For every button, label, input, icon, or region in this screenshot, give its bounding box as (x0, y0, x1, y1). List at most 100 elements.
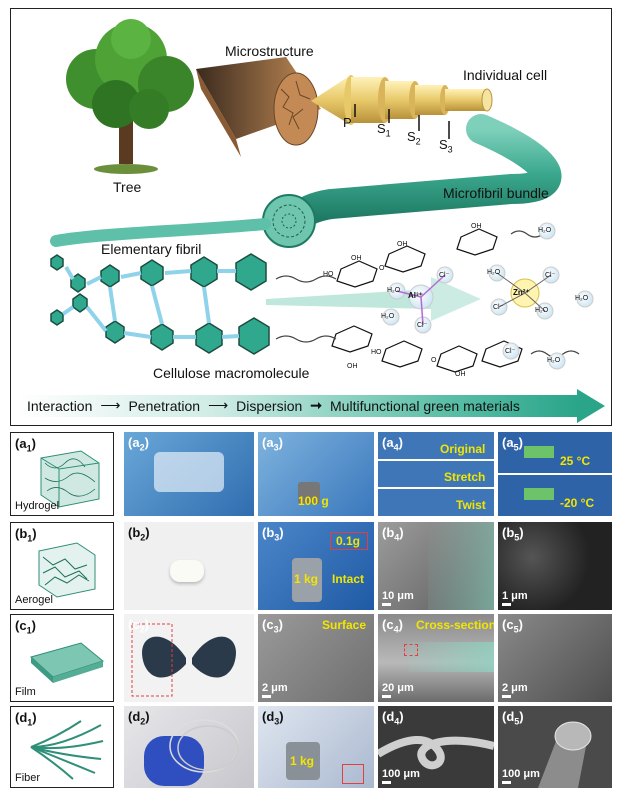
panel-c3-sem: (c3) Surface 2 μm (258, 614, 374, 702)
scale-bar-10um: 10 μm (382, 590, 414, 606)
panel-a4-photo: (a4) Original Stretch Twist (378, 432, 494, 516)
schematic-drawing (50, 19, 594, 373)
label-elementary-fibril: Elementary fibril (101, 241, 202, 257)
scale-bar-100um: 100 μm (382, 768, 420, 784)
cl-label-2: Cl⁻ (545, 272, 556, 279)
hydrogen-bonds (61, 265, 240, 339)
layer-s2: S2 (407, 129, 421, 147)
right-arrow-icon: ⟶ (208, 397, 229, 413)
panel-d1-fiber-schematic: (d1) Fiber (10, 706, 114, 788)
oh-label-4: OH (347, 363, 358, 370)
butterfly-icon (131, 623, 236, 697)
hydrogel-cube-icon (40, 450, 100, 508)
aerogel-cube-icon (38, 542, 96, 598)
panel-c4-sem: (c4) Cross-section 20 μm (378, 614, 494, 702)
oh-label-5: OH (455, 371, 466, 378)
panel-c1-film-schematic: (c1) Film (10, 614, 114, 702)
panel-d5-sem: (d5) 100 μm (498, 706, 612, 788)
fiber-cross-section-icon (538, 721, 592, 788)
panel-d3-photo: (d3) 1 kg (258, 706, 374, 788)
fiber-coil-icon (169, 719, 239, 773)
scale-bar-20um: 20 μm (382, 682, 414, 698)
panel-b2-photo: (b2) (124, 522, 254, 610)
h2o-label-2: H₂O (487, 269, 501, 276)
flow-step-penetration: Penetration (128, 397, 201, 414)
panel-a3-photo: (a3) 100 g (258, 432, 374, 516)
label-tree: Tree (113, 179, 142, 195)
panel-a2-photo: (a2) (124, 432, 254, 516)
h2o-label-1: H₂O (538, 227, 552, 234)
h2o-label-6: H₂O (575, 295, 589, 302)
panel-c5-sem: (c5) 2 μm (498, 614, 612, 702)
schematic-panel: Microstructure Individual cell Tree Micr… (10, 8, 612, 426)
flow-step-interaction: Interaction (27, 397, 93, 414)
label-microstructure: Microstructure (225, 43, 314, 59)
panel-c2-photo: (c2) (124, 614, 254, 702)
cl-label-5: Cl⁻ (505, 348, 516, 355)
o-label-1: O (379, 265, 385, 272)
panel-a5-photo: (a5) 25 °C -20 °C (498, 432, 612, 516)
layer-s1: S1 (377, 121, 391, 139)
scale-bar-1um: 1 μm (502, 590, 528, 606)
panel-a1-hydrogel-schematic: (a1) Hydrogel (10, 432, 114, 516)
panel-d4-sem: (d4) 100 μm (378, 706, 494, 788)
layer-s3: S3 (439, 137, 453, 155)
annotation-cross-section: Cross-section (416, 618, 494, 632)
process-flow-bar: Interaction ⟶ Penetration ⟶ Dispersion ➞… (17, 389, 605, 423)
h2o-label-7: H₂O (547, 357, 561, 364)
zn-ion-label: Zn²⁺ (513, 288, 530, 297)
label-individual-cell: Individual cell (463, 67, 548, 83)
cl-label-1: Cl⁻ (439, 272, 450, 279)
panel-b5-sem: (b5) 1 μm (498, 522, 612, 610)
label-microfibril-bundle: Microfibril bundle (443, 185, 549, 201)
scale-bar-2um: 2 μm (262, 682, 288, 698)
ho-label-2: HO (371, 349, 382, 356)
right-arrow-icon: ➞ (310, 397, 323, 413)
right-arrow-icon: ⟶ (100, 397, 121, 413)
oh-label-1: OH (351, 255, 362, 262)
label-fiber: Fiber (15, 772, 41, 784)
annotation-1kg-d3: 1 kg (290, 754, 315, 768)
al-ion-label: Al³⁺ (408, 291, 423, 300)
flow-step-dispersion: Dispersion (236, 397, 303, 414)
annotation-original: Original (440, 442, 486, 456)
annotation-25c: 25 °C (560, 454, 591, 468)
oh-label-2: OH (397, 241, 408, 248)
panel-d2-photo: (d2) (124, 706, 254, 788)
cl-label-4: Cl⁻ (417, 322, 428, 329)
glucose-rings (275, 228, 580, 373)
fiber-knot-icon (378, 735, 494, 770)
flow-step-green-materials: Multifunctional green materials (330, 397, 520, 414)
scale-bar-100um-d5: 100 μm (502, 768, 540, 784)
layer-p: P (343, 115, 352, 130)
film-sheet-icon (29, 642, 105, 683)
h2o-label-4: H₂O (381, 313, 395, 320)
penetration-arrow (266, 289, 431, 309)
label-film: Film (15, 686, 36, 698)
annotation-minus20c: -20 °C (560, 496, 595, 510)
annotation-100g: 100 g (298, 494, 329, 508)
hexagon-chains (50, 253, 270, 355)
panel-b3-photo: (b3) 0.1g 1 kg Intact (258, 522, 374, 610)
annotation-1kg: 1 kg (294, 572, 319, 586)
label-hydrogel: Hydrogel (15, 500, 60, 512)
ions (382, 222, 594, 370)
ho-label-1: HO (323, 271, 334, 278)
scale-bar-2um-c5: 2 μm (502, 682, 528, 698)
tree-illustration (66, 19, 194, 174)
fiber-strands-icon (30, 720, 104, 780)
label-aerogel: Aerogel (15, 594, 53, 606)
h2o-label-5: H₂O (535, 307, 549, 314)
annotation-0-1g: 0.1g (336, 534, 361, 548)
panel-b4-sem: (b4) 10 μm (378, 522, 494, 610)
annotation-stretch: Stretch (444, 470, 486, 484)
annotation-twist: Twist (456, 498, 486, 512)
annotation-surface: Surface (322, 618, 367, 632)
h2o-label-3: H₂O (387, 287, 401, 294)
microfibril-bundle (50, 114, 562, 248)
panel-b1-aerogel-schematic: (b1) Aerogel (10, 522, 114, 610)
annotation-intact: Intact (332, 572, 365, 586)
wood-microstructure (196, 57, 321, 157)
o-label-2: O (431, 357, 437, 364)
label-cellulose-macromolecule: Cellulose macromolecule (153, 365, 310, 381)
